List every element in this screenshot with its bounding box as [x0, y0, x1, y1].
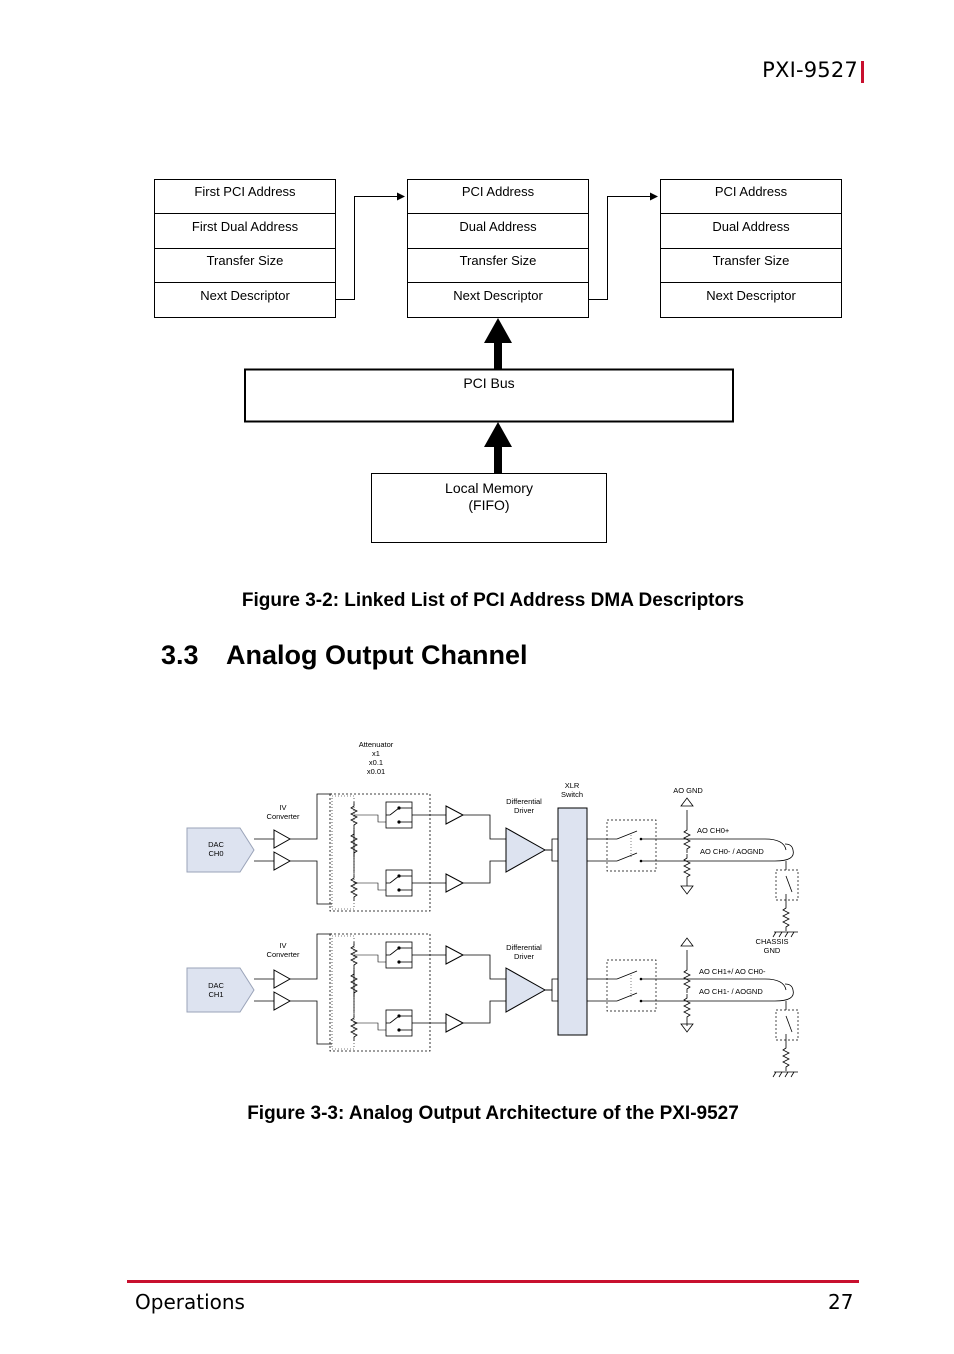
desc3-row1: PCI Address [715, 184, 788, 199]
desc3-row4: Next Descriptor [706, 288, 796, 303]
iv-converter-0-label-1: IV [279, 803, 286, 812]
dac-ch1-label-1: DAC [208, 981, 224, 990]
link-arrow-1 [336, 192, 405, 300]
chassis-gnd-label-2: GND [764, 946, 781, 955]
desc2-row2: Dual Address [459, 219, 537, 234]
header-accent-bar [861, 61, 864, 83]
ao-gnd-arrow-mid [680, 885, 694, 895]
figure-3-analog-output-diagram: Attenuator x1 x0.1 x0.01 IV Converter IV… [0, 740, 954, 1100]
footer-rule [127, 1280, 859, 1283]
desc3-row3: Transfer Size [713, 253, 790, 268]
footer-page-number: 27 [828, 1290, 854, 1314]
desc1-row1: First PCI Address [194, 184, 296, 199]
diff-driver-0-label-1: Differential [506, 797, 542, 806]
ao-ch0-neg-label: AO CH0- / AOGND [700, 847, 764, 856]
link-arrow-2 [589, 192, 658, 300]
ao-ch1-neg-label: AO CH1- / AOGND [699, 987, 763, 996]
desc2-row4: Next Descriptor [453, 288, 543, 303]
local-memory-box [371, 473, 607, 543]
product-header: PXI-9527 [762, 58, 858, 82]
ao-gnd-arrow-lower [680, 937, 694, 947]
pci-bus-box [244, 368, 734, 423]
section-title: Analog Output Channel [226, 640, 528, 670]
xlr-switch-label-2: Switch [561, 790, 583, 799]
ao-gnd-label: AO GND [673, 786, 703, 795]
local-memory-label-2: (FIFO) [468, 497, 509, 513]
diff-driver-0-label-2: Driver [514, 806, 535, 815]
xlr-switch-label-1: XLR [565, 781, 580, 790]
local-memory-label-1: Local Memory [445, 480, 533, 496]
attenuator-label-2: x1 [372, 749, 380, 758]
desc2-row3: Transfer Size [460, 253, 537, 268]
desc1-row4: Next Descriptor [200, 288, 290, 303]
footer-section-name: Operations [135, 1290, 245, 1314]
figure-3-caption: Figure 3-3: Analog Output Architecture o… [247, 1103, 739, 1124]
pci-bus-label: PCI Bus [463, 375, 514, 391]
attenuator-label-4: x0.01 [367, 767, 385, 776]
diff-driver-1-label-1: Differential [506, 943, 542, 952]
ao-ch1-pos-label: AO CH1+/ AO CH0- [699, 967, 766, 976]
dac-ch1-label-2: CH1 [208, 990, 223, 999]
dac-ch0-label-2: CH0 [208, 849, 223, 858]
xlr-switch-bar [557, 807, 588, 1036]
desc1-row2: First Dual Address [192, 219, 299, 234]
attenuator-label-1: Attenuator [359, 740, 394, 749]
desc1-row3: Transfer Size [207, 253, 284, 268]
desc2-row1: PCI Address [462, 184, 535, 199]
up-arrow-memory-to-bus [484, 422, 512, 473]
attenuator-label-3: x0.1 [369, 758, 383, 767]
ao-gnd-arrow-top [680, 797, 694, 807]
dac-ch0-label-1: DAC [208, 840, 224, 849]
figure-2-dma-diagram: First PCI Address First Dual Address Tra… [154, 179, 842, 543]
iv-converter-0-label-2: Converter [267, 812, 300, 821]
up-arrow-bus-to-descriptor [484, 318, 512, 369]
ao-ch0-pos-label: AO CH0+ [697, 826, 730, 835]
diff-driver-1-label-2: Driver [514, 952, 535, 961]
iv-converter-1-label-2: Converter [267, 950, 300, 959]
figure-2-caption: Figure 3-2: Linked List of PCI Address D… [241, 590, 745, 611]
section-number: 3.3 [161, 640, 199, 670]
chassis-gnd-label-1: CHASSIS [756, 937, 789, 946]
desc3-row2: Dual Address [712, 219, 790, 234]
iv-converter-1-label-1: IV [279, 941, 286, 950]
